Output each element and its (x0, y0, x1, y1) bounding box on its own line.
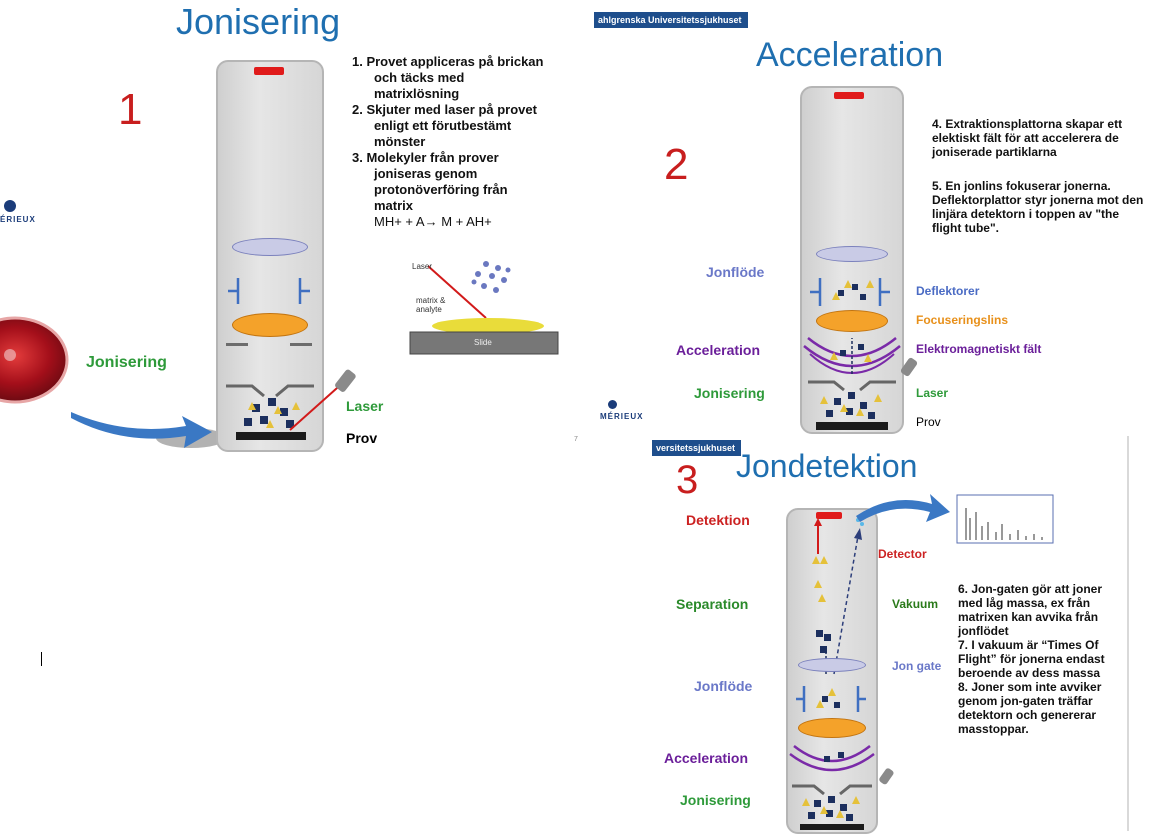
slide2-deflector-ions (810, 278, 890, 306)
slide1-label-prov: Prov (346, 430, 378, 446)
slide3-em-field (789, 745, 875, 772)
slide2-laser-device-icon (900, 357, 918, 377)
slide1-label-laser: Laser (346, 398, 384, 414)
slide3-notes: 6. Jon-gaten gör att joner med låg massa… (958, 582, 1124, 736)
slide2-header-tab: ahlgrenska Universitetssjukhuset (594, 12, 748, 28)
slide3-label-jonisering: Jonisering (680, 792, 751, 808)
slide3-note-8: 8. Joner som inte avviker genom jon-gate… (958, 680, 1102, 736)
slide1-step-1: 1. Provet appliceras på brickan och täck… (352, 54, 544, 101)
slide2-detector-bar (834, 92, 864, 99)
slide3-jon-gate-lens (798, 658, 866, 672)
slide2-note-5: 5. En jonlins fokuserar jonerna. Deflekt… (932, 179, 1144, 235)
slide2-title: Acceleration (756, 36, 944, 74)
slide1-label-jonisering: Jonisering (86, 354, 167, 371)
slide3-note-6: 6. Jon-gaten gör att joner med låg massa… (958, 582, 1103, 638)
slide1-inset-analyte-label: analyte (416, 305, 442, 314)
slide1-detector-bar (254, 67, 284, 75)
logo-dot-icon (608, 400, 617, 409)
slide3-detector-bar (816, 512, 842, 519)
slide2-note-4: 4. Extraktionsplattorna skapar ett elekt… (932, 117, 1123, 159)
slide-2: ahlgrenska Universitetssjukhuset Acceler… (594, 0, 1149, 436)
slide2-label-jonisering: Jonisering (694, 385, 765, 401)
slide1-extraction-plate-right (290, 343, 312, 346)
slide2-jon-gate-lens (816, 246, 888, 262)
slide3-focusing-lens (798, 718, 866, 738)
slide1-steps-list: 1. Provet appliceras på brickan och täck… (352, 54, 544, 230)
slide1-deflector-plates (228, 278, 310, 304)
slide3-ion-cluster (792, 784, 872, 830)
logo-text: MÉRIEUX (600, 412, 644, 421)
slide3-laser-device-icon (879, 768, 894, 785)
slide2-logo: MÉRIEUX (594, 398, 654, 428)
slide1-equation: MH+ + A→ M + AH+ (374, 214, 492, 229)
slide2-label-elektromagnetiskt: Elektromagnetiskt fält (916, 342, 1042, 356)
slide3-note-7: 7. I vakuum är “Times Of Flight” för jon… (958, 638, 1105, 680)
slide1-title: Jonisering (176, 1, 341, 42)
slide2-label-jonflode: Jonflöde (706, 264, 765, 280)
slide3-label-vakuum: Vakuum (892, 597, 939, 611)
slide1-inset-laser-label: Laser (412, 262, 433, 271)
curved-arrow-icon (71, 412, 226, 448)
logo-dot-icon (4, 200, 16, 212)
biomerieux-logo: ÉRIEUX (0, 195, 60, 235)
slide3-label-jonflode: Jonflöde (694, 678, 753, 694)
text-cursor (41, 652, 42, 666)
slide2-label-deflektorer: Deflektorer (916, 284, 980, 298)
slide3-deflector-ions (796, 686, 866, 712)
slide3-title: Jondetektion (736, 448, 918, 484)
slide2-label-focuseringslins: Focuseringslins (916, 313, 1009, 327)
slide1-page-number: 7 (574, 436, 578, 443)
slide2-label-prov: Prov (916, 415, 941, 429)
slide2-focusing-lens (816, 310, 888, 332)
slide1-number: 1 (118, 85, 143, 134)
slide2-label-acceleration: Acceleration (676, 342, 761, 358)
slide2-ion-cluster (808, 380, 896, 430)
slide-1: Jonisering 1 ÉRIEUX Jonisering (0, 0, 580, 458)
petri-dish-image (0, 316, 69, 404)
slide3-arrow-to-spectrum-icon (856, 494, 950, 522)
slide1-focusing-lens (232, 313, 308, 337)
slide2-label-laser: Laser (916, 386, 949, 400)
slide1-inset-slide-label: Slide (474, 338, 492, 347)
slide3-label-acceleration: Acceleration (664, 750, 749, 766)
logo-text: ÉRIEUX (0, 215, 36, 224)
slide1-extraction-plate-left (226, 343, 248, 346)
slide2-number: 2 (664, 140, 689, 189)
slide3-label-detector: Detector (878, 547, 927, 561)
slide3-label-jon-gate: Jon gate (892, 659, 942, 673)
slide1-laser-inset-figure (409, 261, 559, 355)
slide1-step-2: 2. Skjuter med laser på provet enligt et… (352, 102, 537, 149)
slide3-label-separation: Separation (676, 596, 749, 612)
slide3-mass-spectrum-image (956, 494, 1054, 544)
slide3-right-border (1127, 436, 1129, 831)
slide1-laser-beam (289, 369, 356, 431)
slide1-jon-gate-lens (232, 238, 308, 256)
slide2-em-field (803, 337, 901, 374)
slide3-number: 3 (676, 458, 699, 502)
slide-3: versitetssjukhuset Jondetektion 3 Detekt… (652, 436, 1128, 834)
slide1-ion-cluster (226, 384, 314, 440)
slide1-inset-matrix-label: matrix & (416, 296, 446, 305)
slide3-label-detektion: Detektion (686, 512, 750, 528)
slide3-header-tab: versitetssjukhuset (652, 440, 742, 456)
slide1-step-3: 3. Molekyler från prover joniseras genom… (352, 150, 508, 213)
